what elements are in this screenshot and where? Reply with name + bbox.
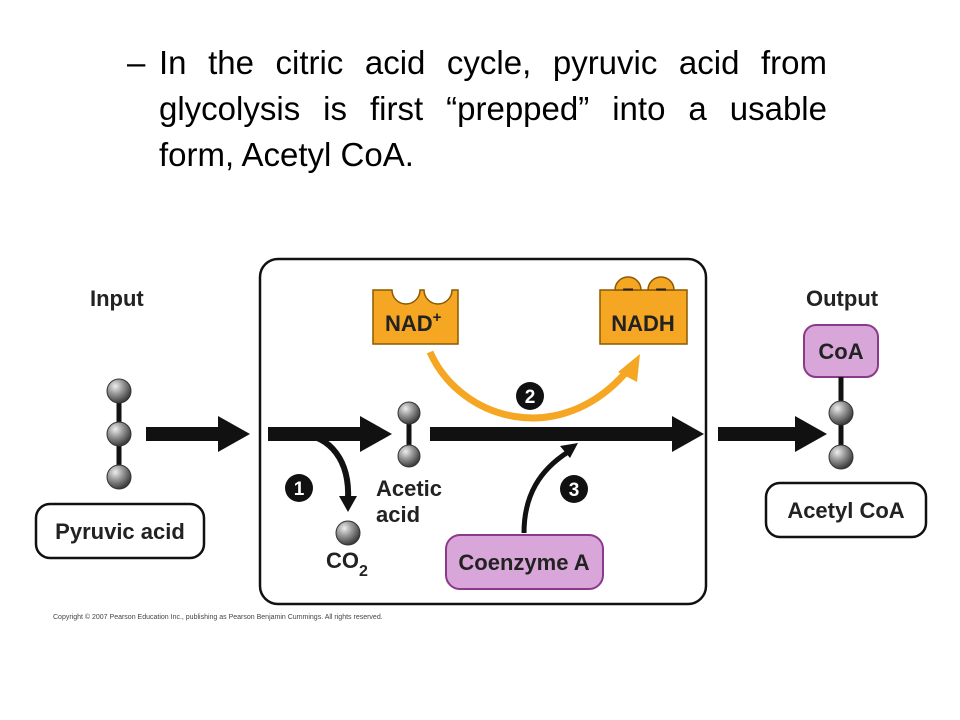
step-3-number: 3 [569, 480, 580, 501]
pyruvic-acid-molecule [106, 378, 132, 490]
output-label: Output [806, 286, 879, 311]
step-2-number: 2 [525, 387, 536, 408]
copyright-text: Copyright © 2007 Pearson Education Inc.,… [53, 613, 383, 621]
bullet-point: – In the citric acid cycle, pyruvic acid… [127, 40, 827, 178]
coenzyme-a-arrowhead [560, 443, 578, 458]
nadh-label: NADH [611, 311, 675, 336]
input-arrow [146, 416, 250, 452]
co2-arrowhead [339, 496, 357, 512]
pyruvic-acid-label: Pyruvic acid [55, 519, 185, 544]
nadh-charge-2: – [655, 278, 666, 300]
acetyl-coa-molecule [828, 377, 854, 470]
acetic-label-line1: Acetic [376, 476, 442, 501]
acetyl-coa-box [764, 481, 928, 539]
step-3-badge [560, 475, 588, 503]
acetyl-coa-label: Acetyl CoA [787, 498, 904, 523]
nad-reduction-arrowhead [618, 354, 640, 382]
nadh-block: – – NADH [599, 276, 688, 345]
nad-plus-block: NAD+ [372, 289, 459, 345]
coa-label: CoA [818, 339, 863, 364]
coenzyme-a-arrow [521, 449, 570, 534]
bullet-text: In the citric acid cycle, pyruvic acid f… [159, 44, 827, 173]
input-label: Input [90, 286, 144, 311]
coenzyme-a-box [445, 534, 604, 590]
acetic-acid-molecule [397, 401, 421, 468]
coenzyme-a-label: Coenzyme A [458, 550, 589, 575]
co2-release-arrow [299, 431, 352, 501]
output-arrow [718, 416, 827, 452]
bullet-dash: – [127, 44, 146, 81]
co2-molecule [335, 520, 361, 546]
step-1-number: 1 [294, 479, 305, 500]
main-arrow [430, 416, 704, 452]
pyruvic-acid-box [34, 502, 206, 560]
nad-reduction-arrow [426, 350, 631, 422]
step-2-badge [516, 382, 544, 410]
nadh-charge-1: – [622, 278, 633, 300]
acetic-arrow [268, 416, 392, 452]
acetic-label-line2: acid [376, 502, 420, 527]
step-1-badge [285, 474, 313, 502]
co2-label: CO2 [326, 548, 368, 580]
nad-label: NAD+ [385, 309, 442, 336]
